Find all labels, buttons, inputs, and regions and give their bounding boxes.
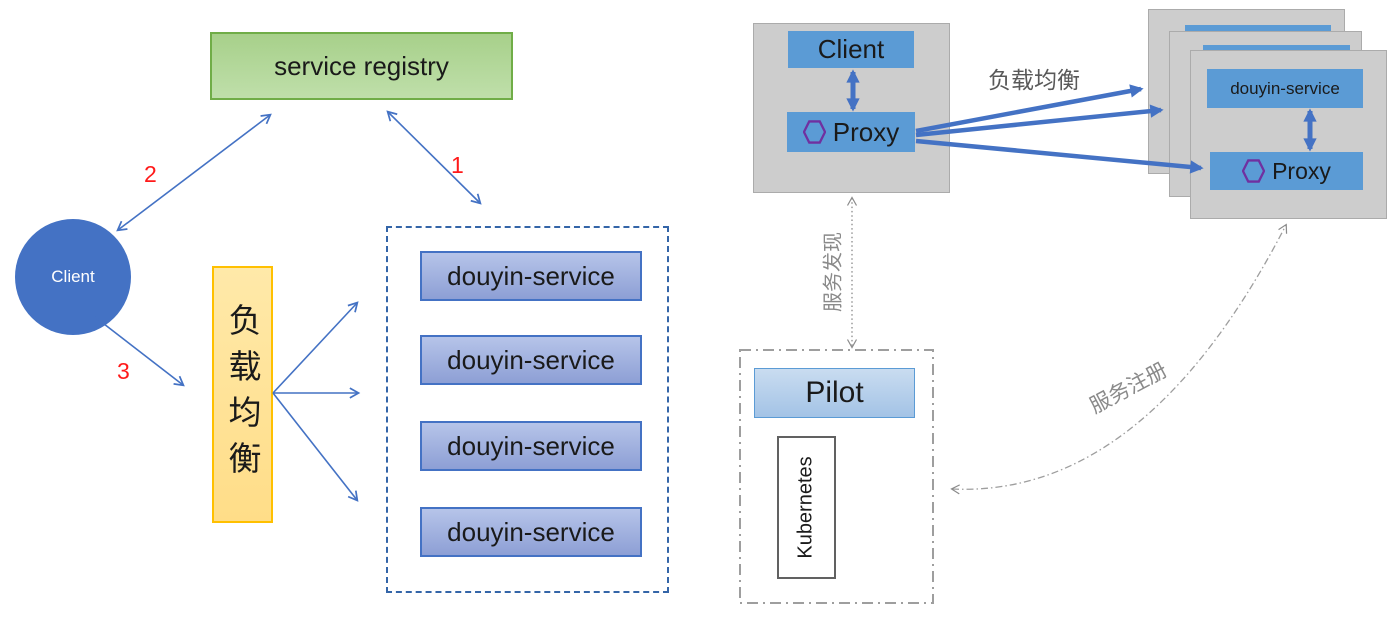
- service-registration-label: 服务注册: [1086, 358, 1172, 419]
- service-instance-4: douyin-service: [420, 507, 642, 557]
- arrow-loadbalancer-service-bottom: [272, 392, 359, 502]
- mesh-service-label: douyin-service: [1230, 78, 1340, 98]
- arrow-loadbalancer-service-top: [272, 301, 359, 394]
- step-1-label: 1: [451, 152, 464, 178]
- service-registry-node: service registry: [210, 32, 513, 100]
- service-instance-label: douyin-service: [447, 516, 615, 547]
- service-instance-label: douyin-service: [447, 260, 615, 291]
- service-instance-1: douyin-service: [420, 251, 642, 301]
- step-2-label: 2: [144, 161, 157, 187]
- service-instance-3: douyin-service: [420, 421, 642, 471]
- service-cluster-container: [386, 226, 669, 593]
- arrow-proxy-pod-middle: [915, 104, 1164, 138]
- proxy-hexagon-icon: [802, 120, 826, 144]
- mesh-service-proxy-label: Proxy: [1272, 157, 1331, 184]
- arrow-service-registration: [950, 223, 1288, 495]
- arrow-step3-client-loadbalancer: [94, 316, 185, 387]
- mesh-service-node: douyin-service: [1207, 69, 1363, 108]
- service-instance-2: douyin-service: [420, 335, 642, 385]
- mesh-service-proxy-node: Proxy: [1210, 152, 1363, 190]
- client-node: Client: [15, 219, 131, 335]
- client-label: Client: [51, 267, 95, 286]
- load-balance-arrow-label: 负载均衡: [988, 67, 1080, 93]
- service-registry-label: service registry: [274, 50, 449, 81]
- mesh-client-proxy-label: Proxy: [832, 116, 900, 147]
- service-instance-label: douyin-service: [447, 430, 615, 461]
- load-balancer-label: 负载均衡: [224, 302, 261, 487]
- mesh-client-label: Client: [817, 34, 885, 64]
- arrow-step2-client-registry: [116, 113, 272, 232]
- service-pod-back-strip: [1185, 25, 1331, 31]
- kubernetes-label: Kubernetes: [795, 456, 818, 559]
- mesh-client-node: Client: [788, 31, 914, 68]
- load-balancer-node: 负载均衡: [212, 266, 273, 523]
- kubernetes-node: Kubernetes: [777, 436, 836, 579]
- pilot-node: Pilot: [754, 368, 915, 418]
- service-pod-middle-strip: [1203, 45, 1350, 51]
- step-3-label: 3: [117, 358, 130, 384]
- mesh-client-proxy-node: Proxy: [787, 112, 915, 152]
- service-instance-label: douyin-service: [447, 344, 615, 375]
- service-discovery-label: 服务发现: [822, 232, 845, 312]
- pilot-label: Pilot: [805, 376, 864, 409]
- proxy-hexagon-icon: [1242, 159, 1266, 183]
- arrow-step1-registry-services: [386, 110, 482, 205]
